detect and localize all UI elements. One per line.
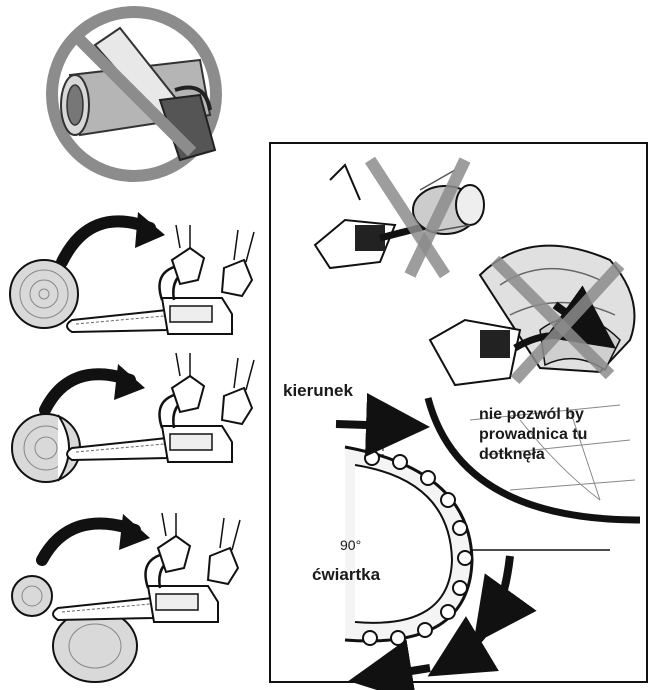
chainsaw-icon [65,223,256,336]
quarter-label: ćwiartka [312,565,381,584]
prohibited-pipe-cut-icon [46,6,222,182]
direction-label: kierunek [283,381,353,400]
angle-label: 90° [340,537,362,553]
warning-line-3: dotknęła [479,446,545,463]
warning-label: nie pozwól by prowadnica tu dotknęła [479,405,639,465]
kickback-zone-detail [335,392,641,690]
cut-step-1 [9,212,256,336]
log-icon [11,575,138,683]
cut-step-3 [11,511,242,683]
warning-line-1: nie pozwól by [479,406,584,423]
warning-line-2: prowadnica tu [479,426,588,443]
cut-step-2 [11,351,256,483]
log-icon [11,413,81,483]
prohibited-large-log-icon [428,244,636,387]
log-icon [9,259,79,329]
prohibited-small-log-icon [313,156,485,279]
